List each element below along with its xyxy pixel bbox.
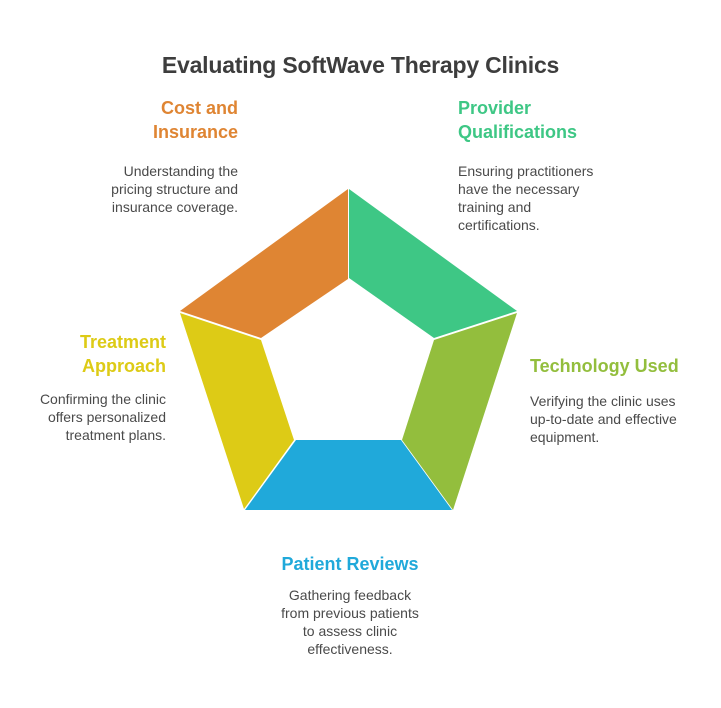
cost-insurance-heading-line-1: Cost and bbox=[160, 98, 238, 118]
treatment-approach-heading: Treatment Approach bbox=[10, 330, 166, 378]
technology-used-heading: Technology Used bbox=[530, 354, 715, 378]
cost-insurance-desc-line-3: insurance coverage. bbox=[111, 199, 238, 215]
technology-used-block: Technology Used Verifying the clinic use… bbox=[530, 354, 715, 446]
patient-reviews-block: Patient Reviews Gathering feedback from … bbox=[250, 552, 450, 658]
technology-used-desc-line-1: Verifying the clinic uses bbox=[530, 393, 676, 409]
cost-insurance-desc-line-2: pricing structure and bbox=[111, 181, 238, 197]
treatment-approach-desc-line-3: treatment plans. bbox=[65, 427, 166, 443]
technology-used-heading-line-1: Technology Used bbox=[530, 356, 679, 376]
technology-used-desc-line-3: equipment. bbox=[530, 429, 600, 445]
provider-qualifications-desc-line-3: training and bbox=[458, 199, 532, 215]
segment-provider-qualifications[interactable] bbox=[349, 189, 517, 338]
segment-treatment-approach[interactable] bbox=[180, 313, 294, 509]
segment-patient-reviews[interactable] bbox=[245, 440, 452, 510]
treatment-approach-heading-line-2: Approach bbox=[81, 356, 166, 376]
provider-qualifications-desc-line-2: have the necessary bbox=[458, 181, 580, 197]
treatment-approach-block: Treatment Approach Confirming the clinic… bbox=[10, 330, 166, 444]
technology-used-description: Verifying the clinic uses up-to-date and… bbox=[530, 392, 715, 446]
cost-insurance-heading: Cost and Insurance bbox=[60, 96, 238, 144]
treatment-approach-heading-line-1: Treatment bbox=[79, 332, 166, 352]
provider-qualifications-heading-line-1: Provider bbox=[458, 98, 532, 118]
page-title: Evaluating SoftWave Therapy Clinics bbox=[161, 52, 560, 78]
cost-insurance-heading-line-2: Insurance bbox=[152, 122, 238, 142]
provider-qualifications-heading-line-2: Qualifications bbox=[458, 122, 578, 142]
patient-reviews-desc-line-1: Gathering feedback bbox=[288, 587, 412, 603]
patient-reviews-heading: Patient Reviews bbox=[250, 552, 450, 576]
patient-reviews-desc-line-3: to assess clinic bbox=[302, 623, 398, 639]
cost-insurance-description: Understanding the pricing structure and … bbox=[60, 162, 238, 216]
segment-technology-used[interactable] bbox=[402, 313, 517, 510]
treatment-approach-description: Confirming the clinic offers personalize… bbox=[10, 390, 166, 444]
cost-insurance-desc-line-1: Understanding the bbox=[123, 163, 238, 179]
treatment-approach-desc-line-1: Confirming the clinic bbox=[39, 391, 166, 407]
technology-used-desc-line-2: up-to-date and effective bbox=[530, 411, 677, 427]
segment-cost-insurance[interactable] bbox=[180, 189, 348, 338]
patient-reviews-heading-line-1: Patient Reviews bbox=[281, 554, 419, 574]
cost-insurance-block: Cost and Insurance Understanding the pri… bbox=[60, 96, 238, 216]
provider-qualifications-heading: Provider Qualifications bbox=[458, 96, 658, 144]
provider-qualifications-block: Provider Qualifications Ensuring practit… bbox=[458, 96, 658, 234]
provider-qualifications-desc-line-4: certifications. bbox=[458, 217, 540, 233]
patient-reviews-desc-line-2: from previous patients bbox=[281, 605, 419, 621]
provider-qualifications-desc-line-1: Ensuring practitioners bbox=[458, 163, 594, 179]
patient-reviews-description: Gathering feedback from previous patient… bbox=[250, 586, 450, 658]
treatment-approach-desc-line-2: offers personalized bbox=[47, 409, 166, 425]
provider-qualifications-description: Ensuring practitioners have the necessar… bbox=[458, 162, 618, 234]
patient-reviews-desc-line-4: effectiveness. bbox=[307, 641, 393, 657]
